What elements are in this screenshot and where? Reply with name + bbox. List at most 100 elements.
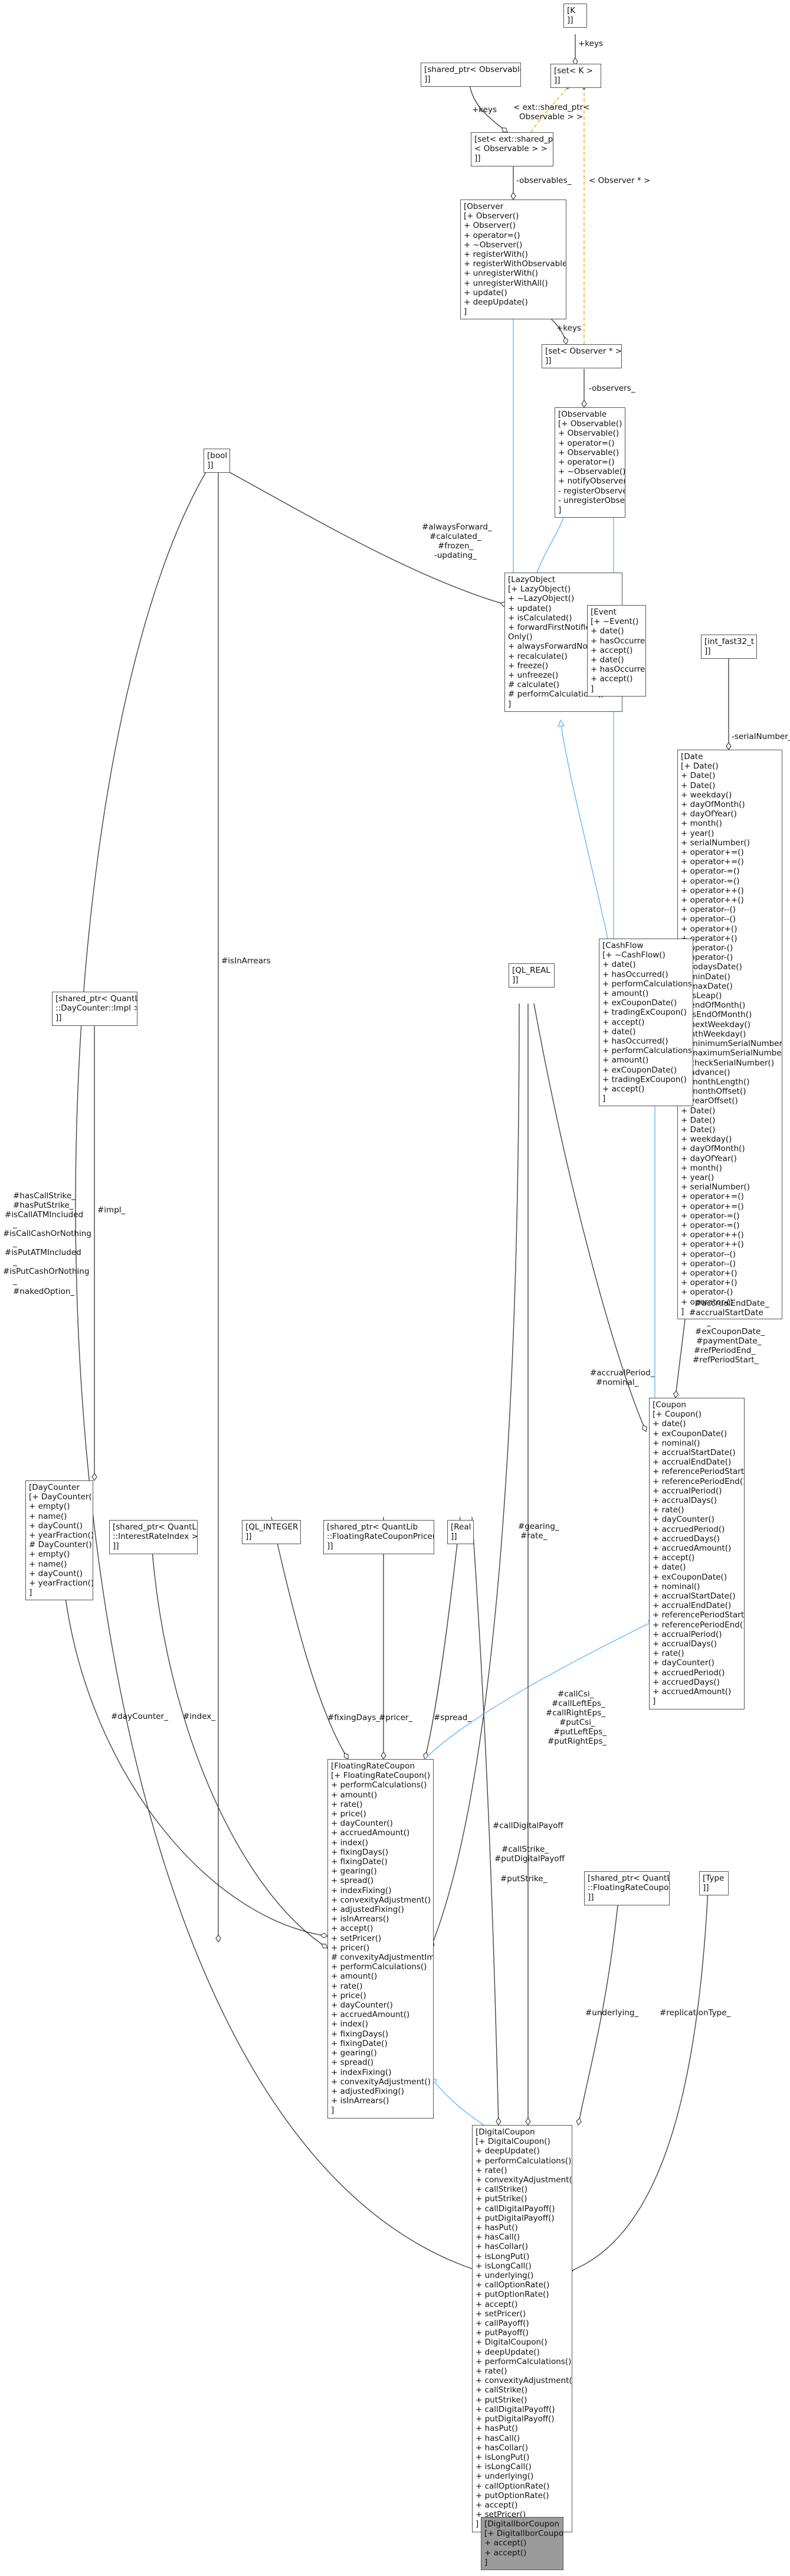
- daycounter-line-8: + name(): [29, 1559, 67, 1569]
- floatingratecoupon-line-21: + performCalculations(): [331, 1962, 427, 1972]
- coupon-line-13: + accruedPeriod(): [653, 1524, 725, 1534]
- digitalcoupon-line-31: + hasPut(): [476, 2424, 518, 2434]
- shared_interest_index-line-1: ::InterestRateIndex >: [113, 1532, 198, 1542]
- date-line-12: + operator-=(): [681, 867, 740, 877]
- digitalcoupon-line-33: + hasCollar(): [476, 2443, 529, 2453]
- class-digitalcoupon[interactable]: [DigitalCoupon[+ DigitalCoupon()+ deepUp…: [472, 2125, 572, 2532]
- class-shared-ptr-observable[interactable]: [shared_ptr< Observable >]]: [421, 63, 521, 87]
- label-observer-template: < Observer * >: [589, 176, 651, 185]
- int_fast32-line-1: ]]: [704, 646, 711, 656]
- cashflow-line-4: + performCalculations(): [602, 979, 693, 989]
- label-putstrike: #putStrike_: [500, 1874, 548, 1884]
- class-set-k[interactable]: [set< K >]]: [550, 64, 601, 89]
- coupon-line-17: + date(): [653, 1562, 686, 1573]
- edge-real-frc: [425, 1516, 461, 1759]
- date-line-4: + weekday(): [681, 790, 732, 800]
- date-line-43: + month(): [681, 1163, 722, 1173]
- class-daycounter[interactable]: [DayCounter[+ DayCounter()+ empty()+ nam…: [25, 1480, 93, 1601]
- coupon-line-30: + accruedAmount(): [653, 1687, 732, 1697]
- digitalibor-line-2: + accept(): [484, 2538, 527, 2548]
- event-line-5: + date(): [591, 655, 624, 665]
- digitalibor-line-0: [DigitalIborCoupon: [484, 2519, 560, 2529]
- class-coupon[interactable]: [Coupon[+ Coupon()+ date()+ exCouponDate…: [649, 1398, 745, 1709]
- label-digital-payoff: #callDigitalPayoff: [493, 1821, 563, 1830]
- class-observer[interactable]: [Observer[+ Observer()+ Observer()+ oper…: [460, 200, 566, 320]
- floatingratecoupon-line-20: # convexityAdjustmentImpl(): [331, 1953, 434, 1963]
- digitalcoupon-line-16: + callOptionRate(): [476, 2280, 550, 2290]
- label-accrual-dates-0: #accrualEndDate_: [695, 1299, 769, 1308]
- observer-line-6: + registerWithObservables(): [464, 259, 566, 269]
- digitalcoupon-line-36: + underlying(): [476, 2472, 534, 2482]
- class-set-ext-shared-ptr[interactable]: [set< ext::shared_ptr< Observable > >]]: [471, 132, 553, 166]
- coupon-line-18: + exCouponDate(): [653, 1572, 727, 1582]
- date-line-49: + operator-=(): [681, 1220, 740, 1230]
- digitalcoupon-line-24: + performCalculations(): [476, 2356, 572, 2366]
- observable-line-6: + ~Observable(): [558, 467, 625, 477]
- class-lazyobject[interactable]: [LazyObject[+ LazyObject()+ ~LazyObject(…: [504, 573, 622, 712]
- digitalcoupon-line-34: + isLongPut(): [476, 2452, 530, 2462]
- class-event[interactable]: [Event[+ ~Event()+ date()+ hasOccurred()…: [587, 605, 646, 697]
- real-line-0: [Real: [451, 1522, 471, 1532]
- label-bool-left-8: #isPutCashOrNothing: [3, 1267, 90, 1276]
- edge-index-frc: [150, 1522, 327, 1948]
- label-pricer: #pricer_: [379, 1713, 413, 1722]
- edge-bool-lazy: [227, 470, 507, 605]
- date-line-22: + todaysDate(): [681, 962, 742, 972]
- digitalcoupon-line-5: + convexityAdjustment(): [476, 2175, 572, 2185]
- shared_obs-line-0: [shared_ptr< Observable >: [424, 65, 521, 74]
- ql_integer-line-1: ]]: [245, 1532, 252, 1542]
- coupon-line-19: + nominal(): [653, 1581, 700, 1591]
- class-ql-integer[interactable]: [QL_INTEGER]]: [242, 1520, 301, 1545]
- date-line-10: + operator+=(): [681, 848, 744, 858]
- ql_integer-line-0: [QL_INTEGER: [245, 1522, 299, 1532]
- coupon-line-2: + date(): [653, 1419, 686, 1429]
- cashflow-line-15: + accept(): [602, 1084, 645, 1094]
- daycounter-line-2: + empty(): [29, 1502, 70, 1512]
- edge-integer-frc: [271, 1516, 348, 1759]
- class-digitaliborcoupon[interactable]: [DigitalIborCoupon[+ DigitalIborCoupon()…: [481, 2517, 563, 2571]
- date-line-57: + operator-(): [681, 1297, 733, 1307]
- edge-sharedobs-set: [468, 81, 507, 132]
- digitalcoupon-line-13: + isLongPut(): [476, 2251, 530, 2261]
- label-bool-left-9: _: [13, 1276, 17, 1286]
- digitalcoupon-line-14: + isLongCall(): [476, 2261, 532, 2271]
- date-line-26: + endOfMonth(): [681, 1001, 746, 1011]
- class-date[interactable]: [Date[+ Date()+ Date()+ Date()+ weekday(…: [677, 750, 782, 1319]
- label-underlying: #underlying_: [585, 2008, 639, 2018]
- digitalcoupon-line-1: [+ DigitalCoupon(): [476, 2137, 550, 2147]
- class-observable[interactable]: [Observable[+ Observable()+ Observable()…: [555, 407, 625, 518]
- shared_daycounter_impl-line-2: ]]: [55, 1013, 62, 1023]
- class-set-observer-ptr[interactable]: [set< Observer * >]]: [542, 344, 622, 369]
- date-line-19: + operator+(): [681, 933, 737, 943]
- class-ql-real[interactable]: [QL_REAL]]: [509, 963, 555, 988]
- digitalcoupon-line-19: + setPricer(): [476, 2309, 526, 2319]
- date-line-55: + operator+(): [681, 1278, 737, 1288]
- date-line-31: + maximumSerialNumber(): [681, 1048, 782, 1058]
- class-shared-ptr-floatingratecoupon[interactable]: [shared_ptr< QuantLib::FloatingRateCoupo…: [584, 1871, 670, 1905]
- class-k[interactable]: [K]]: [563, 4, 587, 28]
- class-int-fast32[interactable]: [int_fast32_t]]: [701, 635, 757, 659]
- class-cashflow[interactable]: [CashFlow[+ ~CashFlow()+ date()+ hasOccu…: [599, 939, 693, 1107]
- label-ext-template: < ext::shared_ptr<: [513, 103, 590, 112]
- daycounter-line-9: + dayCount(): [29, 1568, 83, 1578]
- date-line-3: + Date(): [681, 780, 716, 790]
- date-line-52: + operator--(): [681, 1249, 736, 1259]
- class-bool[interactable]: [bool]]: [204, 449, 230, 473]
- observer-line-3: + operator=(): [464, 230, 520, 240]
- label-bool-left-3: _: [13, 1220, 17, 1229]
- coupon-line-10: + accrualDays(): [653, 1496, 717, 1506]
- cashflow-line-2: + date(): [602, 960, 636, 970]
- class-shared-ptr-interest-rate-index[interactable]: [shared_ptr< QuantLib::InterestRateIndex…: [109, 1520, 198, 1554]
- type-line-0: [Type: [703, 1874, 725, 1883]
- cashflow-line-6: + exCouponDate(): [602, 998, 677, 1008]
- observable-line-9: - unregisterObserver(): [558, 495, 625, 505]
- set_k-line-1: ]]: [554, 76, 560, 86]
- class-shared-ptr-daycounter-impl[interactable]: [shared_ptr< QuantLib::DayCounter::Impl …: [52, 992, 137, 1026]
- shared_interest_index-line-2: ]]: [113, 1541, 119, 1551]
- class-type[interactable]: [Type]]: [699, 1871, 729, 1896]
- class-floatingratecoupon[interactable]: [FloatingRateCoupon[+ FloatingRateCoupon…: [327, 1759, 434, 2119]
- class-real[interactable]: [Real]]: [447, 1520, 474, 1545]
- class-shared-ptr-frc-pricer[interactable]: [shared_ptr< QuantLib::FloatingRateCoupo…: [323, 1520, 434, 1554]
- digitalcoupon-line-23: + deepUpdate(): [476, 2347, 540, 2357]
- observer-line-9: + update(): [464, 287, 507, 298]
